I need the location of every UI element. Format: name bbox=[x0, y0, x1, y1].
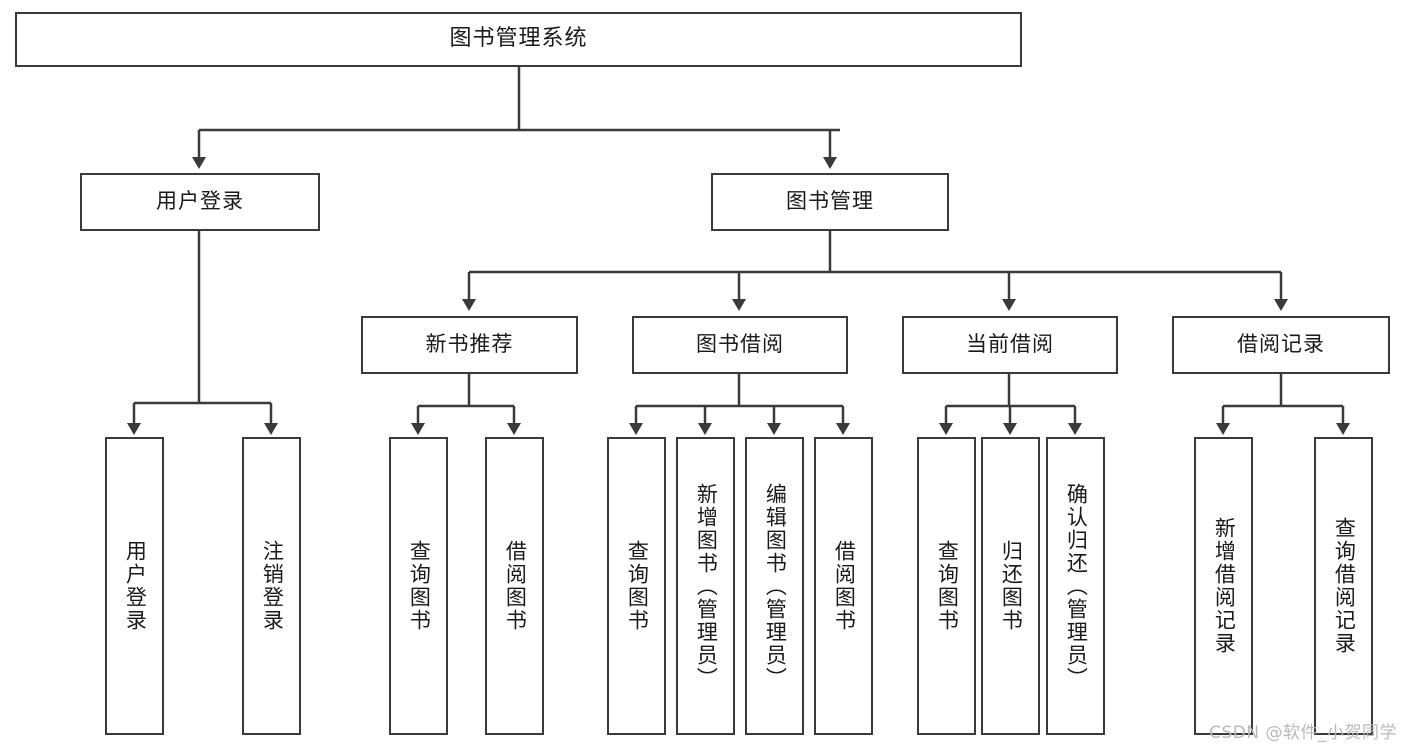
leaf-edit-book-admin[interactable]: 编辑图书（管理员） bbox=[745, 437, 804, 735]
node-label: 注销登录 bbox=[260, 540, 285, 632]
leaf-user-login[interactable]: 用户登录 bbox=[105, 437, 164, 735]
node-label: 借阅记录 bbox=[1237, 332, 1325, 357]
leaf-return-book[interactable]: 归还图书 bbox=[981, 437, 1040, 735]
node-user-login[interactable]: 用户登录 bbox=[80, 173, 320, 231]
node-label: 借阅图书 bbox=[503, 540, 528, 632]
node-label: 查询图书 bbox=[407, 540, 432, 632]
csdn-watermark: CSDN @软件_小贺同学 bbox=[1209, 723, 1397, 743]
node-label: 确认归还（管理员） bbox=[1064, 482, 1089, 690]
node-label: 查询图书 bbox=[625, 540, 650, 632]
node-label: 新书推荐 bbox=[425, 332, 514, 357]
leaf-confirm-return-admin[interactable]: 确认归还（管理员） bbox=[1046, 437, 1105, 735]
leaf-add-borrow-record[interactable]: 新增借阅记录 bbox=[1194, 437, 1253, 735]
node-label: 归还图书 bbox=[999, 540, 1024, 632]
node-label: 查询借阅记录 bbox=[1332, 517, 1357, 655]
node-new-book-recommendation[interactable]: 新书推荐 bbox=[361, 316, 578, 374]
node-label: 借阅图书 bbox=[832, 540, 857, 632]
leaf-add-book-admin[interactable]: 新增图书（管理员） bbox=[676, 437, 735, 735]
node-label: 图书借阅 bbox=[696, 332, 784, 357]
node-label: 用户登录 bbox=[123, 540, 148, 632]
leaf-borrow-book-borrowing[interactable]: 借阅图书 bbox=[814, 437, 873, 735]
node-label: 图书管理系统 bbox=[449, 26, 588, 52]
leaf-borrow-book-new-recommendation[interactable]: 借阅图书 bbox=[485, 437, 544, 735]
node-label: 编辑图书（管理员） bbox=[763, 482, 788, 690]
node-label: 图书管理 bbox=[786, 189, 874, 214]
leaf-query-book-new-recommendation[interactable]: 查询图书 bbox=[389, 437, 448, 735]
node-borrow-records[interactable]: 借阅记录 bbox=[1172, 316, 1390, 374]
node-book-borrowing[interactable]: 图书借阅 bbox=[632, 316, 848, 374]
node-book-management[interactable]: 图书管理 bbox=[711, 173, 949, 231]
node-label: 当前借阅 bbox=[966, 332, 1054, 357]
leaf-logout[interactable]: 注销登录 bbox=[242, 437, 301, 735]
node-label: 新增图书（管理员） bbox=[694, 482, 719, 690]
node-label: 新增借阅记录 bbox=[1212, 517, 1237, 655]
leaf-query-book-current[interactable]: 查询图书 bbox=[917, 437, 976, 735]
node-label: 查询图书 bbox=[935, 540, 960, 632]
leaf-query-borrow-record[interactable]: 查询借阅记录 bbox=[1314, 437, 1373, 735]
node-label: 用户登录 bbox=[156, 189, 244, 214]
node-root-book-management-system[interactable]: 图书管理系统 bbox=[15, 12, 1022, 67]
leaf-query-book-borrowing[interactable]: 查询图书 bbox=[607, 437, 666, 735]
node-current-borrowing[interactable]: 当前借阅 bbox=[902, 316, 1118, 374]
